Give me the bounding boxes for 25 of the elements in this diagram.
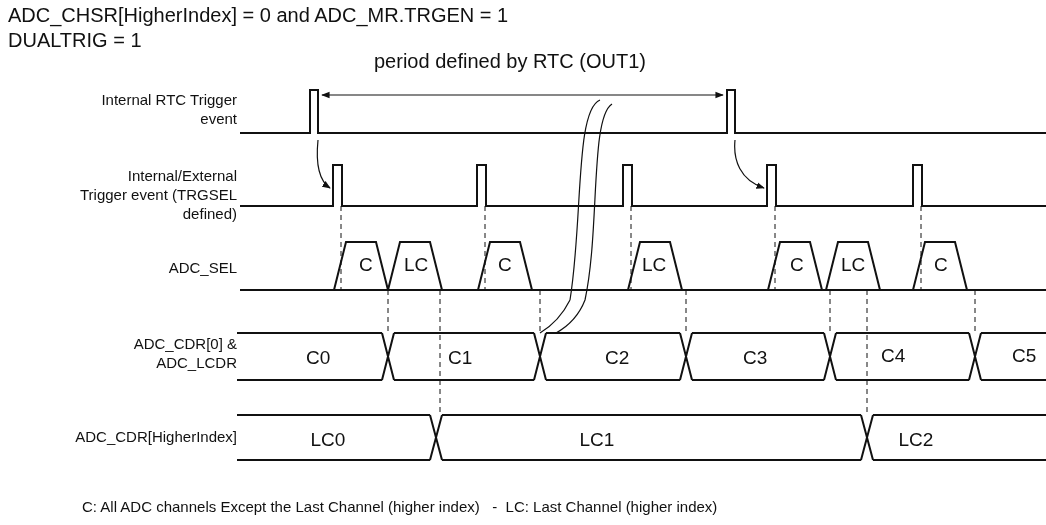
bus-value: LC1 [579,429,615,451]
signal-name: Internal/External Trigger event (TRGSEL defined) [79,166,237,223]
signal-name: ADC_CDR[0] & ADC_LCDR [132,334,237,372]
bus-value: C2 [605,347,630,369]
caption: C: All ADC channels Except the Last Channel (higher index) - LC: Last Channel (higher index) [82,498,718,515]
bus-value: C0 [306,347,331,369]
bus-value: C [790,254,804,276]
signal-name: Internal RTC Trigger event [100,90,237,128]
signal-name: ADC_CDR[HigherIndex] [74,427,237,446]
bus-value: C [359,254,373,276]
title: ADC_CHSR[HigherIndex] = 0 and ADC_MR.TRGEN = 1 [8,4,509,27]
bus-value: LC2 [898,429,934,451]
bus-value: C5 [1012,345,1037,367]
bus-value: LC [642,254,667,276]
bus-value: C1 [448,347,473,369]
signal-name: ADC_SEL [167,258,237,277]
bus-value: C3 [743,347,768,369]
bus-value: LC0 [310,429,346,451]
period-label: period defined by RTC (OUT1) [374,50,646,73]
bus-value: C [934,254,948,276]
condition-text: DUALTRIG = 1 [8,29,142,52]
bus-value: LC [404,254,429,276]
bus-value: LC [841,254,866,276]
bus-value: C [498,254,512,276]
bus-value: C4 [881,345,906,367]
